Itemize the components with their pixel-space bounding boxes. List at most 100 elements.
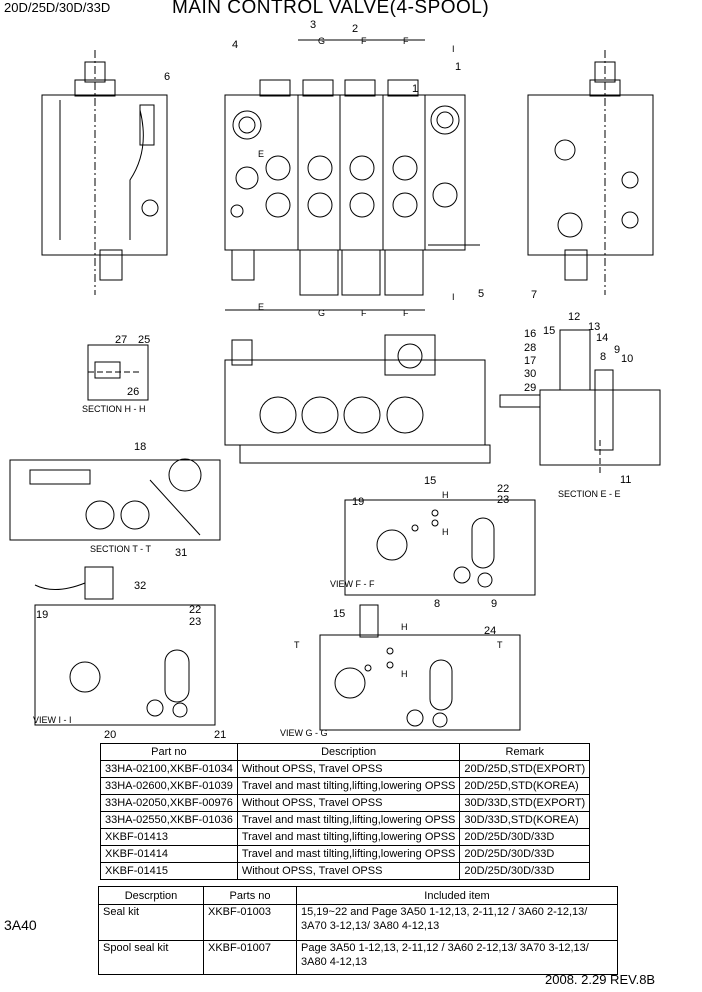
callout-label: 8 <box>434 598 440 610</box>
callout-label: 23 <box>189 616 201 628</box>
dimension-letter: F <box>361 36 367 46</box>
dimension-letter: I <box>452 44 455 54</box>
description-cell: Without OPSS, Travel OPSS <box>236 760 461 778</box>
callout-label: 3 <box>310 19 316 31</box>
part-no-cell: XKBF-01414 <box>100 845 238 863</box>
callout-label: 9 <box>614 344 620 356</box>
remark-cell: 30D/33D,STD(KOREA) <box>459 811 591 829</box>
callout-label: 22 <box>189 604 201 616</box>
kit-parts-no-cell: XKBF-01003 <box>203 904 297 941</box>
callout-label: 1 <box>412 83 418 95</box>
kit-description-cell: Seal kit <box>98 904 204 941</box>
callout-label: 8 <box>600 351 606 363</box>
dimension-letter: E <box>258 302 264 312</box>
callout-label: 5 <box>478 288 484 300</box>
callout-label: 15 <box>543 325 555 337</box>
callout-label: 18 <box>134 441 146 453</box>
view-ii <box>34 566 216 726</box>
part-no-cell: 33HA-02550,XKBF-01036 <box>100 811 238 829</box>
callout-label: 28 <box>524 342 536 354</box>
remark-cell: 20D/25D,STD(EXPORT) <box>459 760 591 778</box>
revision-stamp: 2008. 2.29 REV.8B <box>545 972 656 987</box>
callout-label: 4 <box>232 39 238 51</box>
dimension-letter: F <box>403 308 409 318</box>
model-list: 20D/25D/30D/33D <box>4 0 111 15</box>
section-hh <box>87 344 149 401</box>
callout-label: 20 <box>104 729 116 741</box>
callout-label: 22 <box>497 483 509 495</box>
caption-section-hh: SECTION H - H <box>82 404 146 414</box>
description-cell: Travel and mast tilting,lifting,lowering… <box>236 777 461 795</box>
left-side-view <box>41 50 168 295</box>
dimension-letters: G F F I E E G F F I H H H H T T <box>258 36 503 679</box>
dimension-letter: I <box>452 292 455 302</box>
dimension-letter: F <box>403 36 409 46</box>
callout-label: 31 <box>175 547 187 559</box>
dimension-letter: E <box>258 149 264 159</box>
callout-label: 26 <box>127 386 139 398</box>
part-no-cell: 33HA-02050,XKBF-00976 <box>100 794 238 812</box>
caption-view-gg: VIEW G - G <box>280 728 328 738</box>
caption-section-ee: SECTION E - E <box>558 489 621 499</box>
callout-label: 23 <box>497 494 509 506</box>
right-side-view <box>527 50 654 295</box>
remark-cell: 20D/25D,STD(KOREA) <box>459 777 591 795</box>
callout-label: 19 <box>36 609 48 621</box>
description-cell: Without OPSS, Travel OPSS <box>236 862 461 880</box>
dimension-letter: T <box>294 640 300 650</box>
caption-section-tt: SECTION T - T <box>90 544 152 554</box>
dimension-letter: H <box>442 527 449 537</box>
callout-label: 12 <box>568 311 580 323</box>
description-cell: Travel and mast tilting,lifting,lowering… <box>236 828 461 846</box>
callout-label: 15 <box>333 608 345 620</box>
section-ee <box>499 329 661 475</box>
callout-label: 15 <box>424 475 436 487</box>
description-cell: Without OPSS, Travel OPSS <box>236 794 461 812</box>
middle-top-view <box>224 334 491 464</box>
callout-label: 16 <box>524 328 536 340</box>
callout-label: 1 <box>455 61 461 73</box>
caption-view-ii: VIEW I - I <box>33 715 72 725</box>
col-header-remark: Remark <box>459 743 591 761</box>
callout-label: 30 <box>524 368 536 380</box>
callout-label: 10 <box>621 353 633 365</box>
col-header-included-item: Included item <box>296 886 618 905</box>
dimension-letter: H <box>401 669 408 679</box>
col-header-description: Descrption <box>98 886 204 905</box>
callout-labels: 1 1 2 3 4 5 6 7 8 8 9 9 10 11 12 13 14 1… <box>36 19 633 741</box>
remark-cell: 20D/25D/30D/33D <box>459 845 591 863</box>
callout-label: 19 <box>352 496 364 508</box>
callout-label: 32 <box>134 580 146 592</box>
remark-cell: 30D/33D,STD(EXPORT) <box>459 794 591 812</box>
col-header-description: Description <box>236 743 461 761</box>
page-title: MAIN CONTROL VALVE(4-SPOOL) <box>172 0 490 18</box>
kit-description-cell: Spool seal kit <box>98 940 204 975</box>
callout-label: 6 <box>164 71 170 83</box>
front-view <box>224 39 480 311</box>
kit-table-header: Descrption Parts no Included item <box>98 886 618 905</box>
dimension-letter: G <box>318 36 325 46</box>
dimension-letter: G <box>318 308 325 318</box>
callout-label: 14 <box>596 332 608 344</box>
description-cell: Travel and mast tilting,lifting,lowering… <box>236 845 461 863</box>
callout-label: 11 <box>620 474 631 486</box>
callout-label: 17 <box>524 355 536 367</box>
callout-label: 25 <box>138 334 150 346</box>
dimension-letter: H <box>401 622 408 632</box>
callout-label: 29 <box>524 382 536 394</box>
remark-cell: 20D/25D/30D/33D <box>459 862 591 880</box>
view-gg <box>319 604 521 731</box>
kit-included-cell: 15,19~22 and Page 3A50 1-12,13, 2-11,12 … <box>296 904 618 941</box>
parts-table-header: Part no Description Remark <box>100 743 591 761</box>
col-header-part-no: Part no <box>100 743 238 761</box>
part-no-cell: XKBF-01413 <box>100 828 238 846</box>
kit-parts-no-cell: XKBF-01007 <box>203 940 297 975</box>
part-no-cell: XKBF-01415 <box>100 862 238 880</box>
